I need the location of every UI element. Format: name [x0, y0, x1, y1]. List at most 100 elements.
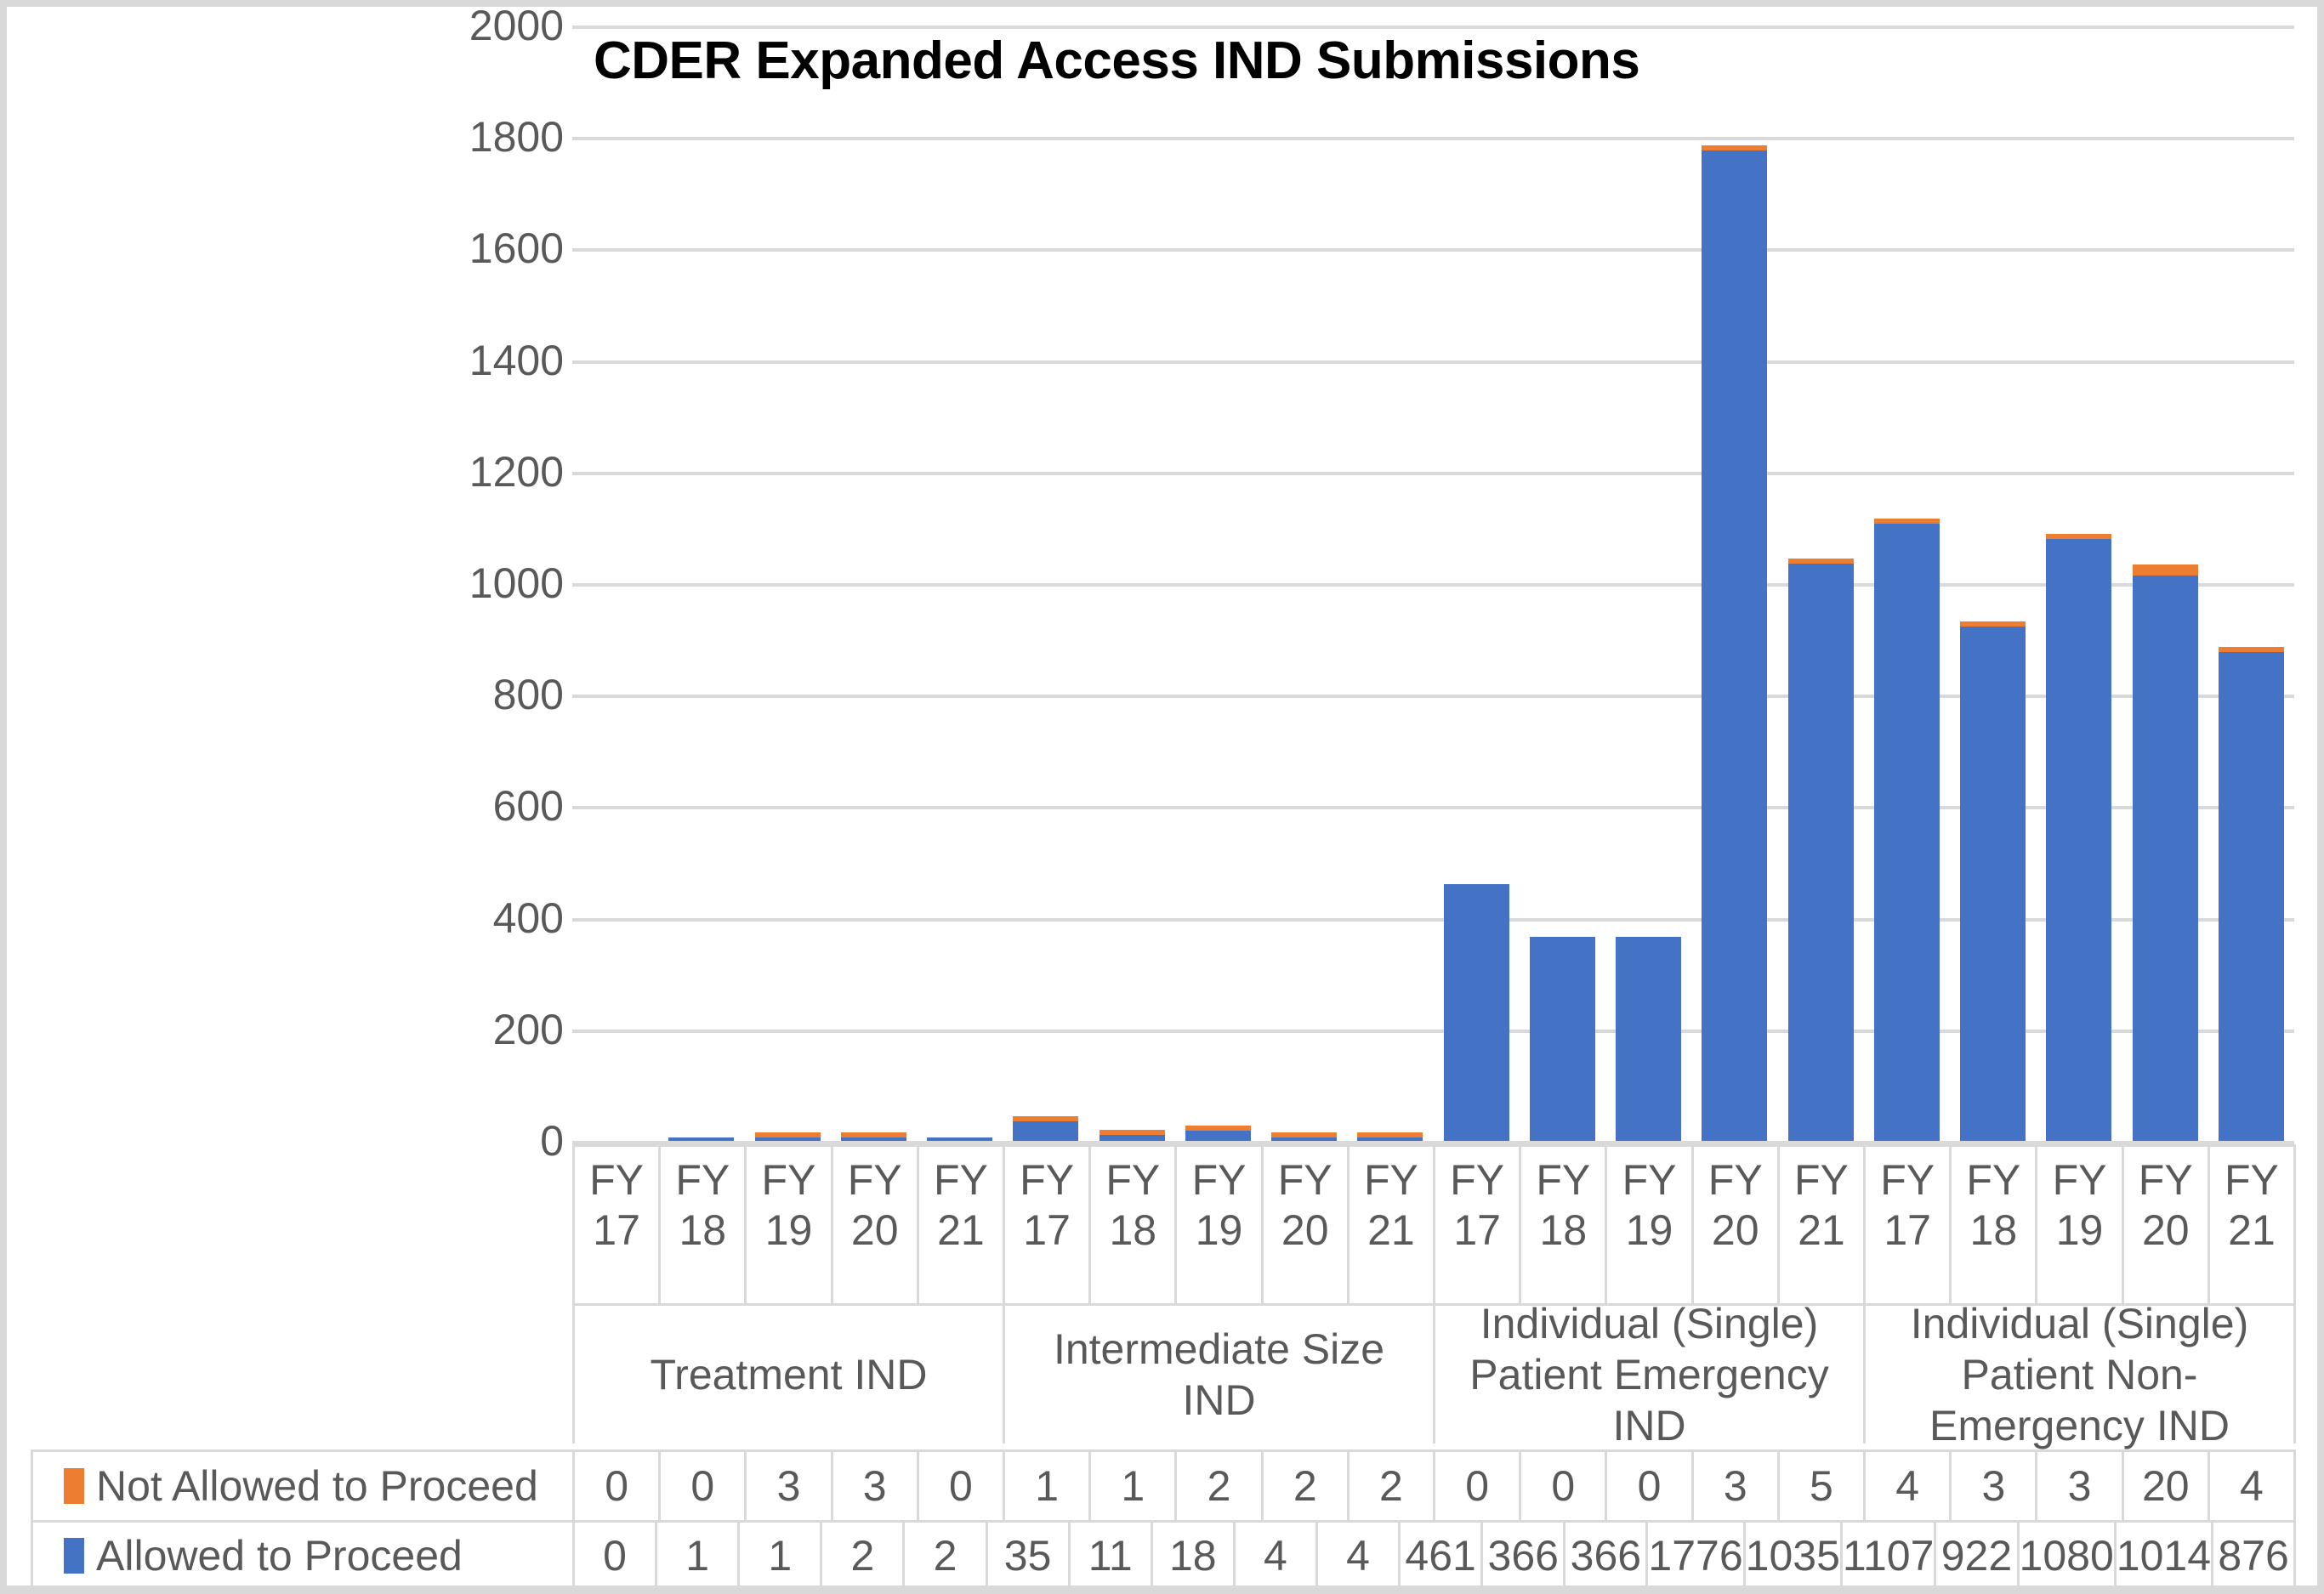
stacked-bar[interactable] — [1529, 936, 1595, 1141]
bar-segment-allowed[interactable] — [1787, 564, 1854, 1141]
bar-segment-allowed[interactable] — [754, 1137, 821, 1141]
category-tick-line: 20 — [1711, 1206, 1759, 1254]
y-axis-tick-label: 1600 — [469, 224, 564, 273]
table-cell: 4 — [2210, 1452, 2297, 1520]
table-cell: 3 — [1952, 1452, 2038, 1520]
category-tick-line: FY — [2052, 1156, 2107, 1204]
bar-slot — [1003, 26, 1088, 1141]
category-tick-line: 18 — [1539, 1206, 1588, 1254]
stacked-bar[interactable] — [754, 1132, 821, 1141]
gridline — [572, 471, 2294, 475]
bar-segment-not-allowed[interactable] — [2132, 564, 2198, 576]
stacked-bar[interactable] — [1702, 145, 1768, 1141]
stacked-bar[interactable] — [2218, 647, 2284, 1141]
stacked-bar[interactable] — [2046, 533, 2112, 1141]
gridline — [572, 1029, 2294, 1033]
category-tick-line: FY — [1536, 1156, 1591, 1204]
bar-segment-allowed[interactable] — [2046, 538, 2112, 1141]
bar-segment-allowed[interactable] — [1185, 1131, 1251, 1141]
bar-segment-not-allowed[interactable] — [1099, 1129, 1165, 1135]
stacked-bar[interactable] — [1185, 1126, 1251, 1141]
category-tick-line: FY — [1880, 1156, 1935, 1204]
stacked-bar[interactable] — [1616, 936, 1682, 1141]
bar-segment-allowed[interactable] — [1013, 1121, 1079, 1141]
bar-segment-not-allowed[interactable] — [1185, 1126, 1251, 1132]
bar-segment-allowed[interactable] — [1271, 1137, 1338, 1141]
category-tick-line: FY — [2138, 1156, 2193, 1204]
bar-slot — [831, 26, 917, 1141]
bar-segment-not-allowed[interactable] — [1787, 559, 1854, 564]
category-tick-line: 18 — [1969, 1206, 2018, 1254]
category-tick-line: FY — [589, 1156, 645, 1204]
bar-segment-allowed[interactable] — [1960, 627, 2026, 1141]
bar-slot — [1950, 26, 2036, 1141]
bar-segment-not-allowed[interactable] — [1357, 1132, 1423, 1137]
gridline — [572, 917, 2294, 922]
group-label-text: Individual (Single)Patient Non-Emergency… — [1911, 1298, 2248, 1451]
bar-segment-allowed[interactable] — [1443, 883, 1509, 1141]
bar-segment-allowed[interactable] — [1616, 936, 1682, 1141]
category-tick-line: FY — [1793, 1156, 1849, 1204]
legend-label-allowed: Allowed to Proceed — [96, 1532, 463, 1580]
bar-segment-not-allowed[interactable] — [1873, 518, 1940, 524]
bar-slot — [1261, 26, 1347, 1141]
bar-segment-allowed[interactable] — [1099, 1134, 1165, 1141]
stacked-bar[interactable] — [1099, 1129, 1165, 1141]
stacked-bar[interactable] — [840, 1132, 906, 1141]
bar-segment-allowed[interactable] — [1529, 936, 1595, 1141]
category-tick-line: FY — [847, 1156, 902, 1204]
bar-segment-allowed[interactable] — [668, 1137, 735, 1141]
bar-segment-not-allowed[interactable] — [754, 1132, 821, 1137]
bar-segment-allowed[interactable] — [840, 1137, 906, 1141]
stacked-bar[interactable] — [1357, 1132, 1423, 1141]
bar-segment-allowed[interactable] — [2218, 652, 2284, 1141]
category-tick-line: FY — [675, 1156, 730, 1204]
stacked-bar[interactable] — [1271, 1132, 1338, 1141]
plot-canvas — [572, 26, 2294, 1144]
stacked-bar[interactable] — [927, 1137, 993, 1141]
stacked-bar[interactable] — [1873, 518, 1940, 1141]
bar-slot — [1605, 26, 1691, 1141]
stacked-bar[interactable] — [1960, 621, 2026, 1141]
bar-segment-not-allowed[interactable] — [1013, 1116, 1079, 1122]
table-cell: 4 — [1236, 1522, 1318, 1585]
gridline — [572, 583, 2294, 587]
table-cell: 461 — [1401, 1522, 1484, 1585]
bar-segment-not-allowed[interactable] — [2218, 647, 2284, 653]
table-cell: 2 — [1177, 1452, 1264, 1520]
bar-segment-allowed[interactable] — [2132, 575, 2198, 1141]
bar-segment-not-allowed[interactable] — [1271, 1132, 1338, 1137]
bar-segment-allowed[interactable] — [927, 1137, 993, 1141]
bar-slot — [1347, 26, 1433, 1141]
bar-slot — [1175, 26, 1261, 1141]
bar-segment-not-allowed[interactable] — [840, 1132, 906, 1137]
stacked-bar[interactable] — [668, 1137, 735, 1141]
bar-segment-allowed[interactable] — [1357, 1137, 1423, 1141]
stacked-bar[interactable] — [2132, 564, 2198, 1141]
bar-segment-not-allowed[interactable] — [2046, 533, 2112, 539]
bar-segment-not-allowed[interactable] — [1702, 145, 1768, 150]
bar-slot — [745, 26, 831, 1141]
table-cell: 2 — [1264, 1452, 1350, 1520]
stacked-bar[interactable] — [1443, 883, 1509, 1141]
legend-swatch-not-allowed-icon — [64, 1467, 84, 1504]
group-label-line: Intermediate Size — [1053, 1325, 1385, 1373]
bar-segment-allowed[interactable] — [1873, 523, 1940, 1141]
table-cell: 1014 — [2117, 1522, 2213, 1585]
bar-slot — [1089, 26, 1175, 1141]
group-label-line: IND — [1182, 1376, 1256, 1424]
table-cell: 0 — [1435, 1452, 1522, 1520]
bar-series-container — [572, 26, 2294, 1141]
bar-segment-not-allowed[interactable] — [1960, 621, 2026, 627]
stacked-bar[interactable] — [1013, 1116, 1079, 1141]
stacked-bar[interactable] — [1787, 559, 1854, 1141]
bar-slot — [1691, 26, 1777, 1141]
table-cell: 0 — [1521, 1452, 1608, 1520]
bar-segment-allowed[interactable] — [1702, 150, 1768, 1141]
